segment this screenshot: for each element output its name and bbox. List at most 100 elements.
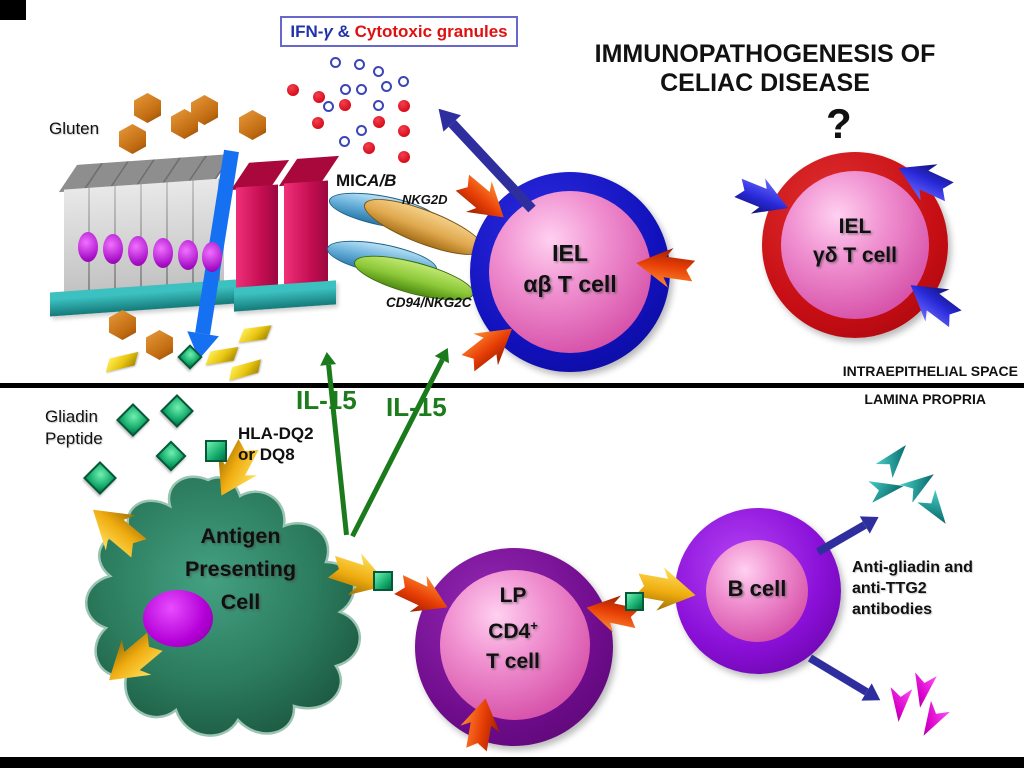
apc-label: Antigen Presenting Cell — [138, 520, 343, 619]
bound-gliadin-peptide — [205, 440, 227, 462]
iel-ab-cell-body — [489, 191, 651, 353]
ifn-text: IFN- — [290, 22, 324, 41]
ifn-gamma-granule — [355, 124, 367, 136]
gluten-molecule — [134, 93, 161, 123]
antibodies-label: Anti-gliadin and anti-TTG2 antibodies — [852, 557, 973, 620]
gliadin-peptide-molecule — [155, 440, 187, 472]
nkg2d-label: NKG2D — [402, 192, 448, 207]
gliadin-line1: Gliadin — [45, 407, 98, 426]
anti-line3: antibodies — [852, 601, 933, 618]
cytotoxic-granules-label: Cytotoxic granules — [354, 22, 508, 41]
apc-line1: Antigen — [200, 524, 281, 548]
gluten-molecule — [239, 110, 266, 140]
cytotoxic-granule — [313, 91, 325, 103]
anti-gliadin-antibody — [900, 465, 940, 503]
gluten-molecule — [146, 330, 173, 360]
slide-corner-decor — [0, 0, 26, 20]
title-line2: CELIAC DISEASE — [660, 69, 870, 97]
antibody-secretion-arrow-up — [813, 508, 884, 560]
gliadin-line2: Peptide — [45, 429, 103, 448]
cytotoxic-granule — [398, 125, 410, 137]
ifn-gamma-granule — [397, 75, 409, 87]
ifn-gamma-granule — [380, 80, 392, 92]
lp-cd4-text: CD4 — [488, 620, 531, 643]
lp-cd4-cell-body — [440, 570, 590, 720]
ifn-gamma-granule — [353, 58, 365, 70]
cytotoxic-granule — [363, 142, 375, 154]
ifn-gamma-granule — [372, 65, 384, 77]
ifn-gamma-granule — [338, 135, 350, 147]
title-line1: IMMUNOPATHOGENESIS OF — [594, 40, 936, 68]
gluten-molecule — [109, 310, 136, 340]
apc-line3: Cell — [220, 590, 261, 614]
lp-line3: T cell — [486, 650, 540, 673]
secretion-down-shaft — [807, 654, 869, 696]
anti-line2: anti-TTG2 — [852, 580, 927, 597]
ifn-gamma-label: IFN-γ & — [290, 22, 354, 41]
il15-left-head — [318, 351, 337, 366]
iel-gd-line1: IEL — [838, 215, 872, 238]
cd94-nkg2c-label: CD94/NKG2C — [386, 295, 472, 310]
gliadin-peptide-label: Gliadin Peptide — [45, 406, 103, 450]
iel-gd-cell-body — [781, 171, 929, 319]
hla-dq-label: HLA-DQ2 or DQ8 — [238, 423, 314, 465]
mica-b-label: MICA/B — [336, 171, 396, 191]
slide-bottom-bar — [0, 757, 1024, 768]
gliadin-fragment — [229, 359, 261, 381]
ampersand: & — [332, 22, 355, 41]
gluten-molecule — [171, 109, 198, 139]
slide-title: IMMUNOPATHOGENESIS OF CELIAC DISEASE — [545, 40, 985, 98]
hla-line1: HLA-DQ2 — [238, 424, 314, 443]
ifn-gamma-granule — [372, 99, 384, 111]
lamina-propria-label: LAMINA PROPRIA — [864, 391, 986, 407]
anti-line1: Anti-gliadin and — [852, 559, 973, 576]
ifn-gamma-granule — [322, 100, 334, 112]
apc-line2: Presenting — [184, 557, 297, 581]
intraepithelial-space-label: INTRAEPITHELIAL SPACE — [842, 363, 1018, 379]
il15-label-right: IL-15 — [386, 392, 447, 422]
anti-ttg2-antibody — [909, 672, 937, 709]
ifn-gamma-granule — [329, 56, 341, 68]
gluten-molecule — [191, 95, 218, 125]
iel-ab-cell-label: IEL αβ T cell — [475, 238, 665, 300]
hla-line2: or DQ8 — [238, 445, 295, 464]
b-cell-body — [706, 540, 808, 642]
iel-ab-line2: αβ T cell — [523, 271, 617, 297]
antibody-secretion-arrow-down — [805, 649, 886, 709]
b-cell-label: B cell — [727, 576, 787, 601]
il15-label-left: IL-15 — [296, 385, 357, 415]
question-mark: ? — [826, 100, 852, 147]
iel-gd-line2: γδ T cell — [813, 244, 897, 267]
iel-ab-line1: IEL — [552, 240, 588, 266]
ifn-gamma-granule — [355, 83, 367, 95]
anti-gliadin-antibody — [876, 438, 915, 478]
cytotoxic-granule — [373, 116, 385, 128]
mic-text: MIC — [336, 171, 368, 190]
crimson-cell-2 — [284, 180, 328, 290]
cytotoxic-granule — [398, 151, 410, 163]
anti-gliadin-antibody — [917, 490, 955, 530]
lp-cd4-sup: + — [530, 618, 538, 633]
gluten-molecule — [119, 124, 146, 154]
il15-arrow-right — [345, 344, 455, 539]
mic-ab-italic: A/B — [367, 171, 397, 190]
anti-ttg2-antibody — [888, 687, 913, 723]
cytotoxic-granule — [287, 84, 299, 96]
gluten-arrow-head — [183, 331, 219, 362]
cytotoxic-granule — [398, 100, 410, 112]
gliadin-fragment — [105, 351, 139, 373]
lp-line1: LP — [499, 584, 527, 607]
lp-line2: CD4+ — [423, 611, 603, 647]
gliadin-peptide-molecule — [116, 403, 150, 437]
lp-cd4-cell-label: LP CD4+ T cell — [423, 581, 603, 677]
gliadin-peptide-molecule — [160, 394, 194, 428]
secretion-up-shaft — [816, 521, 867, 556]
gliadin-fragment — [238, 325, 272, 343]
legend-box: IFN-γ & Cytotoxic granules — [280, 16, 518, 47]
compartment-divider-line — [0, 383, 1024, 388]
anti-gliadin-antibody — [868, 475, 905, 503]
gluten-label: Gluten — [49, 119, 100, 138]
ifn-gamma-granule — [339, 83, 351, 95]
apc-nucleus — [143, 590, 213, 647]
